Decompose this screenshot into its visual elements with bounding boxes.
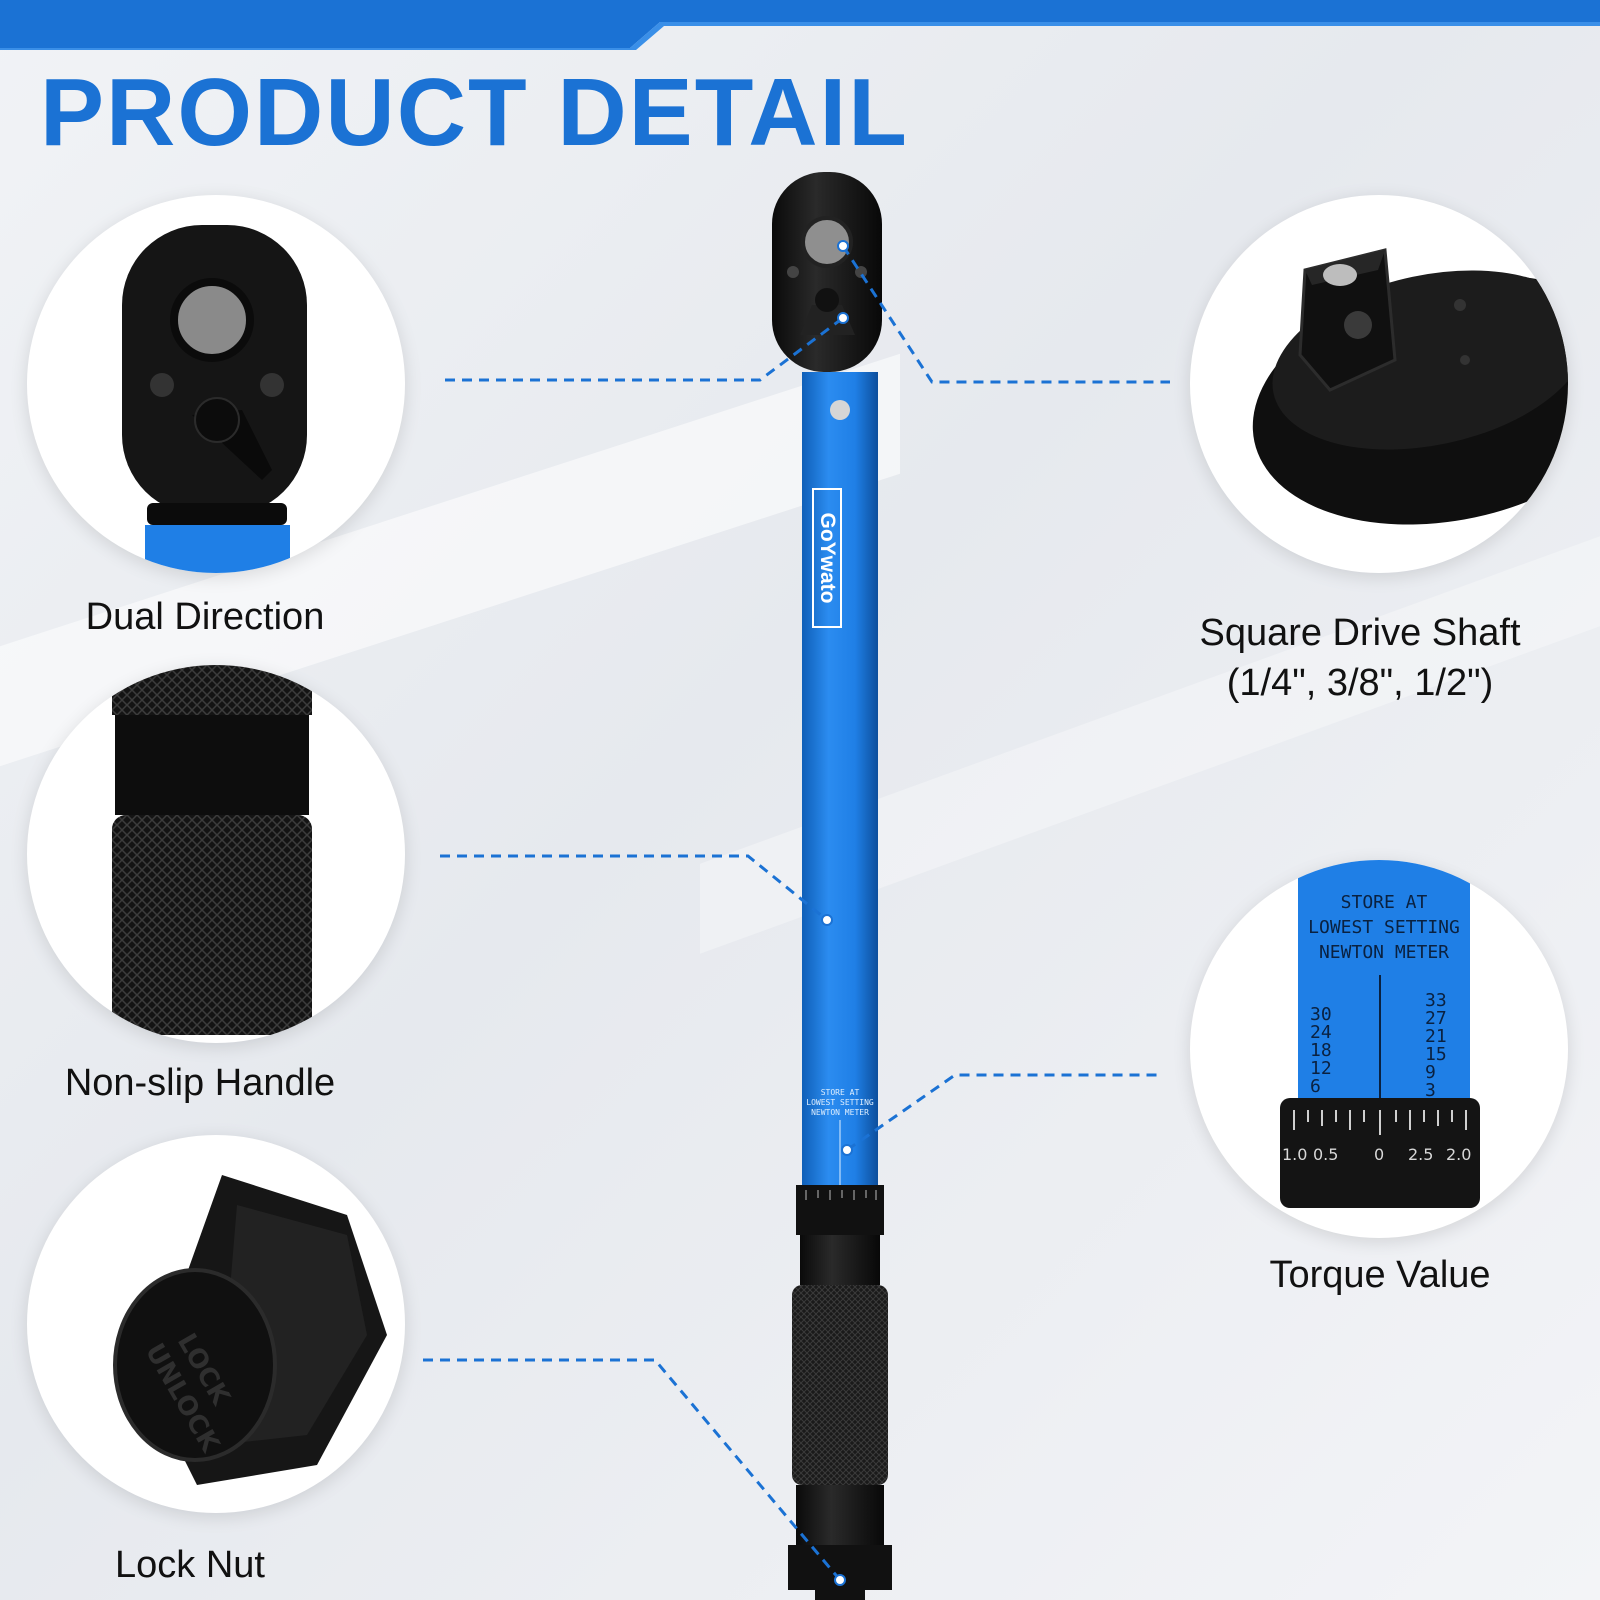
scale-left-6: 6 [1310,1076,1321,1097]
scale-right-33: 33 [1425,990,1447,1011]
label-lock-nut: Lock Nut [115,1544,265,1586]
callout-line-torque [846,1073,1163,1152]
svg-text:LOWEST SETTING: LOWEST SETTING [806,1098,874,1107]
scale-left-30: 30 [1310,1004,1332,1025]
label-non-slip-handle: Non-slip Handle [64,1062,336,1104]
scale-right-15: 15 [1425,1044,1447,1065]
torque-dial-collar [796,1185,884,1235]
svg-text:STORE AT: STORE AT [821,1088,860,1097]
square-drive-closeup [1252,248,1568,525]
dial-mark-4: 2.5 [1408,1145,1433,1164]
dial-mark-2: 0.5 [1313,1145,1338,1164]
callout-line-square-drive [841,245,1170,384]
dial-mark-5: 2.0 [1446,1145,1471,1164]
detail-circle-non-slip-handle [27,665,405,1043]
scale-right-21: 21 [1425,1026,1447,1047]
ratchet-head-closeup [122,225,307,573]
lock-nut-closeup: LOCK UNLOCK [113,1175,387,1485]
knurled-handle [792,1285,888,1485]
brand-logo: GoYwato [812,488,842,628]
label-dual-direction: Dual Direction [85,596,325,638]
scale-header-1: STORE AT [1341,892,1428,913]
scale-right-27: 27 [1425,1008,1447,1029]
scale-left-12: 12 [1310,1058,1332,1079]
label-square-drive-line1: Square Drive Shaft [1199,612,1521,654]
page-title: PRODUCT DETAIL [40,59,909,166]
dial-mark-3: 0 [1374,1145,1384,1164]
callout-line-dual-direction [445,316,844,382]
scale-right-3: 3 [1425,1080,1436,1101]
drive-button [801,216,853,268]
knurled-grip-closeup [112,665,312,1035]
svg-text:NEWTON METER: NEWTON METER [811,1108,869,1117]
callout-line-lock-nut [423,1358,842,1581]
detail-circle-square-drive [1190,195,1568,573]
scale-header-3: NEWTON METER [1319,942,1449,963]
torque-scale-closeup: STORE AT LOWEST SETTING NEWTON METER 30 … [1280,860,1480,1208]
label-torque-value: Torque Value [1269,1254,1491,1296]
label-square-drive-line2: (1/4", 3/8", 1/2") [1226,662,1494,704]
scale-left-18: 18 [1310,1040,1332,1061]
label-square-drive: Square Drive Shaft (1/4", 3/8", 1/2") [1140,608,1580,708]
detail-circle-dual-direction [27,195,405,573]
detail-circle-lock-nut: LOCK UNLOCK [27,1135,405,1513]
scale-header-2: LOWEST SETTING [1308,917,1460,938]
header-accent-bar [0,0,1600,50]
callout-line-handle [440,854,828,922]
detail-circle-torque-value: STORE AT LOWEST SETTING NEWTON METER 30 … [1190,860,1568,1238]
scale-left-24: 24 [1310,1022,1332,1043]
dial-mark-1: 1.0 [1282,1145,1307,1164]
scale-right-9: 9 [1425,1062,1436,1083]
ratchet-head [772,172,882,372]
